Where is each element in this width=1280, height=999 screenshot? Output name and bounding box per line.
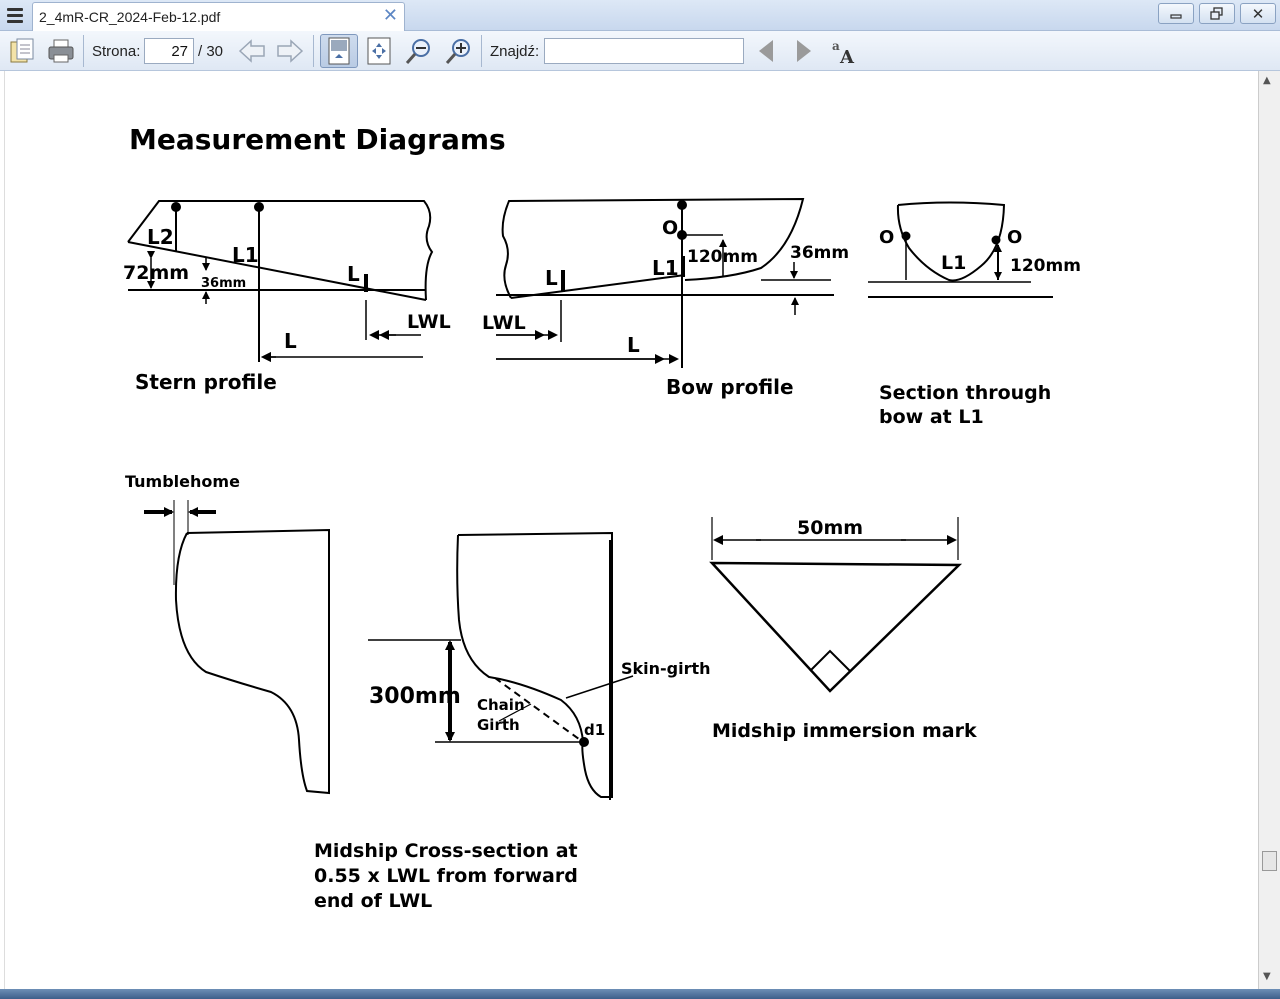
measurement-diagrams: Measurement Diagrams (123, 123, 1081, 912)
page-number-input[interactable] (144, 38, 194, 64)
section-o-left-label: O (879, 227, 894, 248)
midship-caption-line2: 0.55 x LWL from forward (314, 865, 578, 887)
taskbar (0, 989, 1280, 999)
restore-button[interactable] (1199, 3, 1235, 24)
find-input[interactable] (544, 38, 744, 64)
immersion-mark-diagram (709, 517, 963, 693)
scrollbar-thumb[interactable] (1262, 851, 1277, 871)
page-label: Strona: (92, 43, 141, 60)
restore-icon (1210, 6, 1223, 20)
bow-l1-label: L1 (652, 256, 679, 280)
zoom-out-icon[interactable] (403, 35, 435, 67)
midship-300mm-label: 300mm (369, 684, 461, 709)
tumblehome-label: Tumblehome (125, 472, 240, 491)
fit-width-icon[interactable] (363, 35, 395, 67)
minimize-button[interactable] (1158, 3, 1194, 24)
pdf-page: Measurement Diagrams (4, 71, 1256, 989)
stern-caption: Stern profile (135, 370, 277, 394)
bow-section-diagram (868, 201, 1053, 298)
bow-lwl-label: LWL (482, 312, 526, 334)
print-icon[interactable] (45, 35, 77, 67)
bow-l-dim-label: L (627, 333, 640, 357)
stern-l-dim-label: L (284, 329, 297, 353)
tab-title: 2_4mR-CR_2024-Feb-12.pdf (39, 9, 221, 25)
section-o-right-label: O (1007, 227, 1022, 248)
bow-36mm-label: 36mm (790, 243, 849, 263)
section-caption-line1: Section through (879, 382, 1051, 404)
toolbar-separator (481, 35, 482, 67)
section-caption-line2: bow at L1 (879, 406, 984, 428)
scroll-up-icon[interactable]: ▲ (1263, 75, 1271, 86)
stern-l-label: L (347, 262, 360, 286)
midship-caption-line3: end of LWL (314, 890, 432, 912)
scroll-down-icon[interactable]: ▼ (1263, 971, 1271, 982)
close-window-icon: ✕ (1251, 4, 1265, 23)
stern-72mm-label: 72mm (123, 262, 189, 284)
midship-cross-section-diagram (368, 531, 634, 800)
immersion-caption: Midship immersion mark (712, 720, 977, 742)
stern-36mm-label: 36mm (201, 276, 246, 291)
page-heading: Measurement Diagrams (129, 123, 506, 156)
find-prev-icon[interactable] (750, 35, 782, 67)
minimize-icon (1170, 13, 1182, 19)
bow-profile-diagram (496, 197, 834, 368)
tumblehome-diagram (144, 500, 330, 795)
close-window-button[interactable]: ✕ (1240, 3, 1276, 24)
fit-page-icon[interactable] (320, 34, 358, 68)
bow-120mm-label: 120mm (687, 247, 758, 267)
bow-o-label: O (662, 217, 678, 239)
d1-label: d1 (584, 721, 605, 739)
title-bar: 2_4mR-CR_2024-Feb-12.pdf ✕ ✕ (0, 0, 1280, 31)
midship-caption-line1: Midship Cross-section at (314, 840, 578, 862)
find-label: Znajdź: (490, 43, 540, 60)
zoom-in-icon[interactable] (443, 35, 475, 67)
toolbar-separator (83, 35, 84, 67)
bow-caption: Bow profile (666, 375, 794, 399)
chain-label: Chain (477, 696, 525, 714)
page-total: / 30 (198, 43, 224, 60)
bow-l-label: L (545, 266, 558, 290)
stern-l2-label: L2 (147, 225, 174, 249)
stern-l1-label: L1 (232, 243, 259, 267)
skin-girth-label: Skin-girth (621, 659, 711, 678)
hamburger-menu-icon[interactable] (4, 5, 26, 25)
toolbar: Strona: / 30 Znajdź: aA (0, 31, 1280, 71)
next-page-icon[interactable] (274, 35, 306, 67)
vertical-scrollbar[interactable]: ▲ ▼ (1258, 71, 1280, 989)
stern-lwl-label: LWL (407, 311, 451, 333)
find-next-icon[interactable] (788, 35, 820, 67)
immersion-50mm-label: 50mm (797, 517, 863, 539)
section-120mm-label: 120mm (1010, 256, 1081, 276)
prev-page-icon[interactable] (236, 35, 268, 67)
document-tab[interactable]: 2_4mR-CR_2024-Feb-12.pdf ✕ (32, 2, 405, 31)
toolbar-separator (313, 35, 314, 67)
svg-text:A: A (839, 47, 855, 66)
stern-profile-diagram (127, 200, 434, 362)
section-l1-label: L1 (941, 252, 966, 274)
open-icon[interactable] (6, 35, 38, 67)
girth-label: Girth (477, 716, 520, 734)
document-viewport[interactable]: Measurement Diagrams (0, 71, 1258, 989)
tab-close-icon[interactable]: ✕ (382, 5, 398, 26)
svg-text:a: a (832, 39, 840, 53)
